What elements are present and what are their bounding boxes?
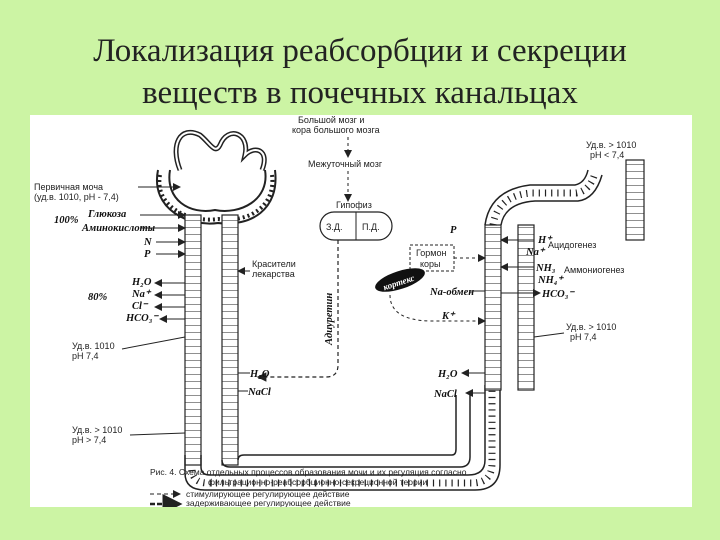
hormone-box: [409, 244, 455, 272]
cl-label: Cl⁻: [132, 301, 149, 312]
adiuretin-arrow: [256, 240, 339, 382]
caption-line-1: Рис. 4. Схема отдельных процессов образо…: [150, 467, 467, 477]
h2o-label: H₂O: [131, 277, 152, 288]
na-label: Na⁺: [131, 289, 152, 300]
acidogenesis-label: Ацидогенез: [548, 240, 596, 250]
p-right-label: P: [450, 225, 457, 236]
right-nacl-label: NaCl: [433, 389, 457, 400]
nh4-label: NH₄⁺: [537, 275, 564, 286]
na-exchange-label: Na-обмен: [429, 287, 474, 298]
sg-right-line: [533, 332, 565, 338]
brain-label-1: Большой мозг и: [298, 115, 364, 125]
lobe-anterior-label: З.Д.: [326, 222, 343, 232]
glomerulus: [155, 130, 277, 225]
amino-label: Аминокислоты: [81, 223, 155, 234]
sg-low-line: [129, 432, 186, 436]
h-plus-label: H⁺: [537, 235, 553, 246]
sg-1010-line: [121, 336, 186, 350]
glucose-label: Глюкоза: [87, 209, 126, 220]
ammoniogenesis-label: Аммониогенез: [564, 265, 624, 275]
nh3-label: NH₃: [535, 263, 556, 274]
dyes-label: Красители: [252, 259, 296, 269]
legend-inhib-label: задерживающее регулирующее действие: [186, 498, 351, 507]
sg-right-label: Уд.в. > 1010: [566, 322, 616, 332]
loop-of-henle: [184, 385, 501, 491]
ph-right-label: рН 7,4: [570, 332, 597, 342]
slide-title: Локализация реабсорбции и секреции вещес…: [0, 30, 720, 114]
ph-74-label: рН 7,4: [72, 351, 99, 361]
ph-low-label: рН > 7,4: [72, 435, 106, 445]
pct-100-label: 100%: [54, 215, 79, 226]
pct-80-label: 80%: [88, 292, 108, 303]
n-label: N: [143, 237, 152, 248]
diencephalon-label: Межуточный мозг: [308, 159, 383, 169]
slide-title-line-1: Локализация реабсорбции и секреции: [93, 33, 627, 69]
adiuretin-label: Адиуретин: [324, 293, 335, 346]
proximal-tubule: [184, 214, 239, 466]
sg-top-label: Уд.в. > 1010: [586, 140, 636, 150]
na-exchange-arrow: [389, 294, 486, 325]
ph-top-label: рН < 7,4: [590, 150, 624, 160]
nephron-diagram: З.Д. П.Д. Гипофиз Большой мозг и кора бо…: [30, 115, 692, 507]
hypophysis-label: Гипофиз: [336, 200, 372, 210]
hormone-label-1: Гормон: [416, 248, 446, 258]
slide-title-line-2: веществ в почечных канальцах: [142, 75, 578, 111]
legend-stim-label: стимулирующее регулирующее действие: [186, 489, 350, 499]
sg-1010-label: Уд.в. 1010: [72, 341, 115, 351]
mid-h2o-label: H₂O: [249, 369, 270, 380]
cortex-shape: [375, 268, 425, 292]
mid-nacl-label: NaCl: [247, 387, 271, 398]
primary-urine-label: Первичная моча: [34, 182, 103, 192]
p-label: P: [144, 249, 151, 260]
caption-line-2: фильтрационно-реабсорбционно-секреционно…: [208, 477, 427, 487]
brain-label-2: кора большого мозга: [292, 125, 380, 135]
right-h2o-label: H₂O: [437, 369, 458, 380]
lobe-posterior-label: П.Д.: [362, 222, 380, 232]
drugs-label: лекарства: [252, 269, 295, 279]
primary-urine-params: (уд.в. 1010, рН - 7,4): [34, 192, 119, 202]
hco3-label: HCO₃⁻: [125, 313, 159, 324]
hypophysis: З.Д. П.Д. Гипофиз: [319, 200, 393, 241]
hormone-label-2: коры: [420, 259, 441, 269]
sg-low-label: Уд.в. > 1010: [72, 425, 122, 435]
na-right-label: Na⁺: [525, 247, 546, 258]
collecting-tubule: [484, 159, 645, 391]
k-plus-label: K⁺: [441, 311, 456, 322]
right-hco3-label: HCO₃⁻: [541, 289, 575, 300]
